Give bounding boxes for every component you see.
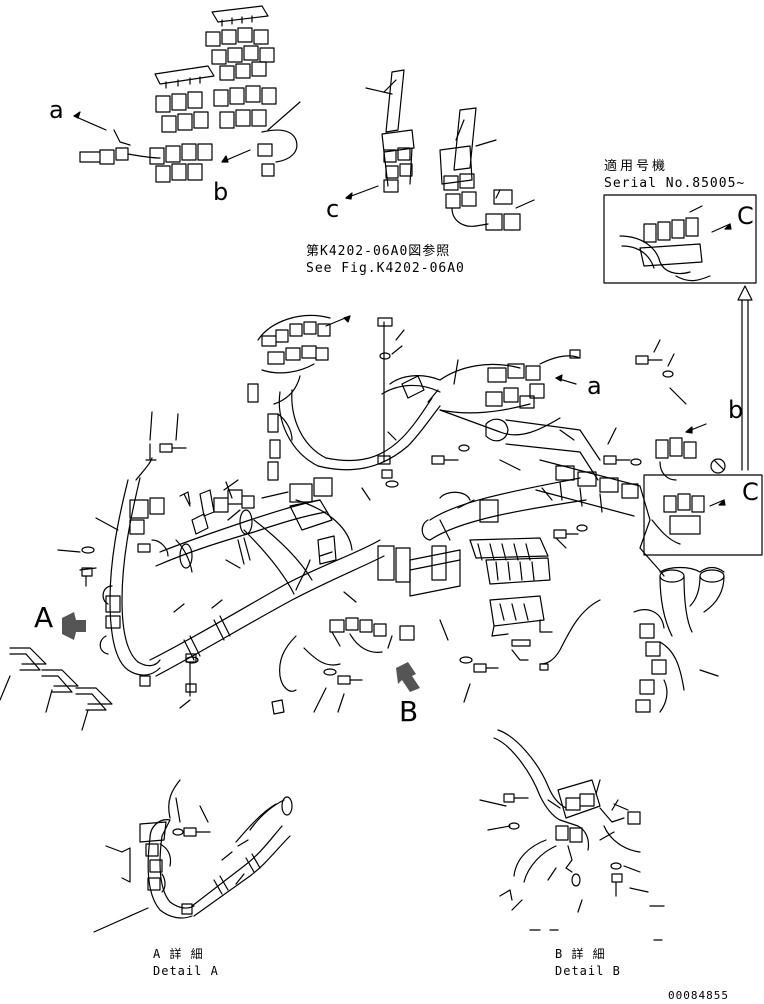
- relay-group-top-left: [73, 5, 301, 183]
- serial-link-arrow: [737, 285, 753, 471]
- callout-c-top: c: [326, 195, 340, 223]
- detail-a-title-en: Detail A: [153, 964, 219, 978]
- detail-b-drawing: [479, 729, 665, 941]
- detail-b-title-jp: B 詳 細: [555, 947, 606, 961]
- detail-a-drawing: [93, 779, 293, 933]
- view-arrow-a-label: A: [34, 601, 54, 634]
- callout-c-main: C: [742, 478, 759, 506]
- serial-detail-box: [603, 194, 757, 284]
- serial-note-en: Serial No.85005~: [604, 176, 746, 191]
- main-harness-assembly: [9, 314, 763, 715]
- callout-c-serial-box: C: [737, 202, 754, 230]
- bracket-group-top-center: [345, 69, 535, 231]
- callout-a-top: a: [49, 96, 64, 124]
- callout-b-main: b: [728, 396, 744, 424]
- reference-note-jp: 第K4202-06A0図参照: [306, 244, 451, 259]
- serial-note-jp: 適用号機: [604, 159, 669, 174]
- reference-note-en: See Fig.K4202-06A0: [306, 261, 465, 276]
- drawing-number: 00084855: [668, 989, 729, 1002]
- leader-lines: [0, 359, 687, 731]
- view-arrow-b-label: B: [399, 695, 419, 728]
- callout-b-top: b: [213, 178, 229, 206]
- callout-a-main: a: [587, 372, 602, 400]
- detail-a-title-jp: A 詳 細: [153, 947, 204, 961]
- detail-b-title-en: Detail B: [555, 964, 621, 978]
